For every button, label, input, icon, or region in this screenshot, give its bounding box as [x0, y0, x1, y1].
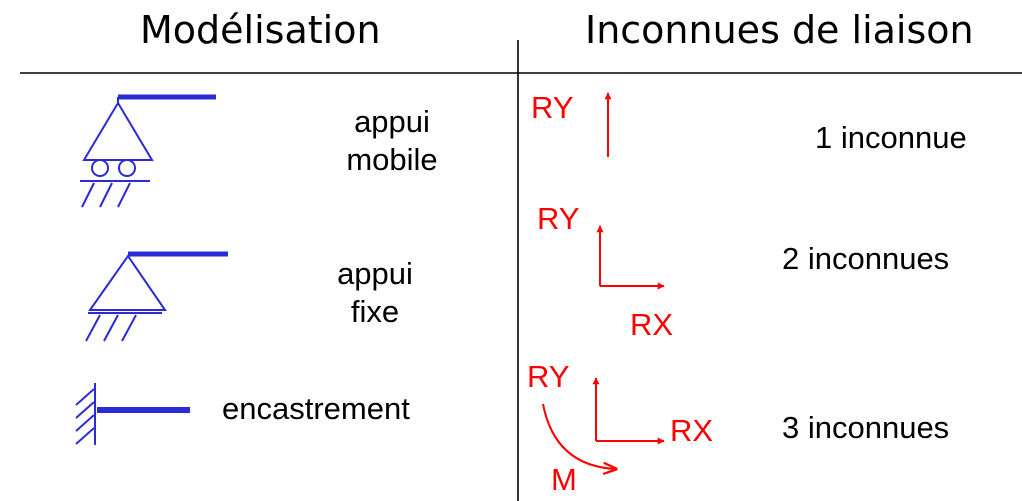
label-appui-mobile-line1: appui: [354, 104, 430, 139]
rx-label-row2: RX: [630, 307, 674, 342]
clamped-support-symbol: [75, 383, 190, 445]
count-row1: 1 inconnue: [815, 120, 967, 155]
rx-label-row3: RX: [670, 413, 714, 448]
label-encastrement: encastrement: [222, 391, 410, 426]
label-appui-mobile-line2: mobile: [346, 142, 438, 177]
ry-label-row3: RY: [527, 359, 570, 394]
roller-support-symbol: [80, 94, 216, 208]
label-appui-fixe: appui fixe: [305, 255, 445, 331]
label-appui-fixe-line2: fixe: [350, 294, 400, 329]
ry-label-row2: RY: [537, 201, 580, 236]
moment-arrow-row3: [542, 403, 616, 469]
header-modelisation: Modélisation: [140, 8, 381, 52]
count-row2: 2 inconnues: [782, 241, 950, 276]
fixed-support-symbol: [85, 251, 228, 342]
m-label-row3: M: [551, 462, 577, 497]
count-row3: 3 inconnues: [782, 410, 950, 445]
header-inconnues: Inconnues de liaison: [585, 8, 974, 52]
label-appui-mobile: appui mobile: [322, 103, 462, 179]
label-appui-fixe-line1: appui: [337, 256, 413, 291]
ry-label-row1: RY: [531, 90, 574, 125]
